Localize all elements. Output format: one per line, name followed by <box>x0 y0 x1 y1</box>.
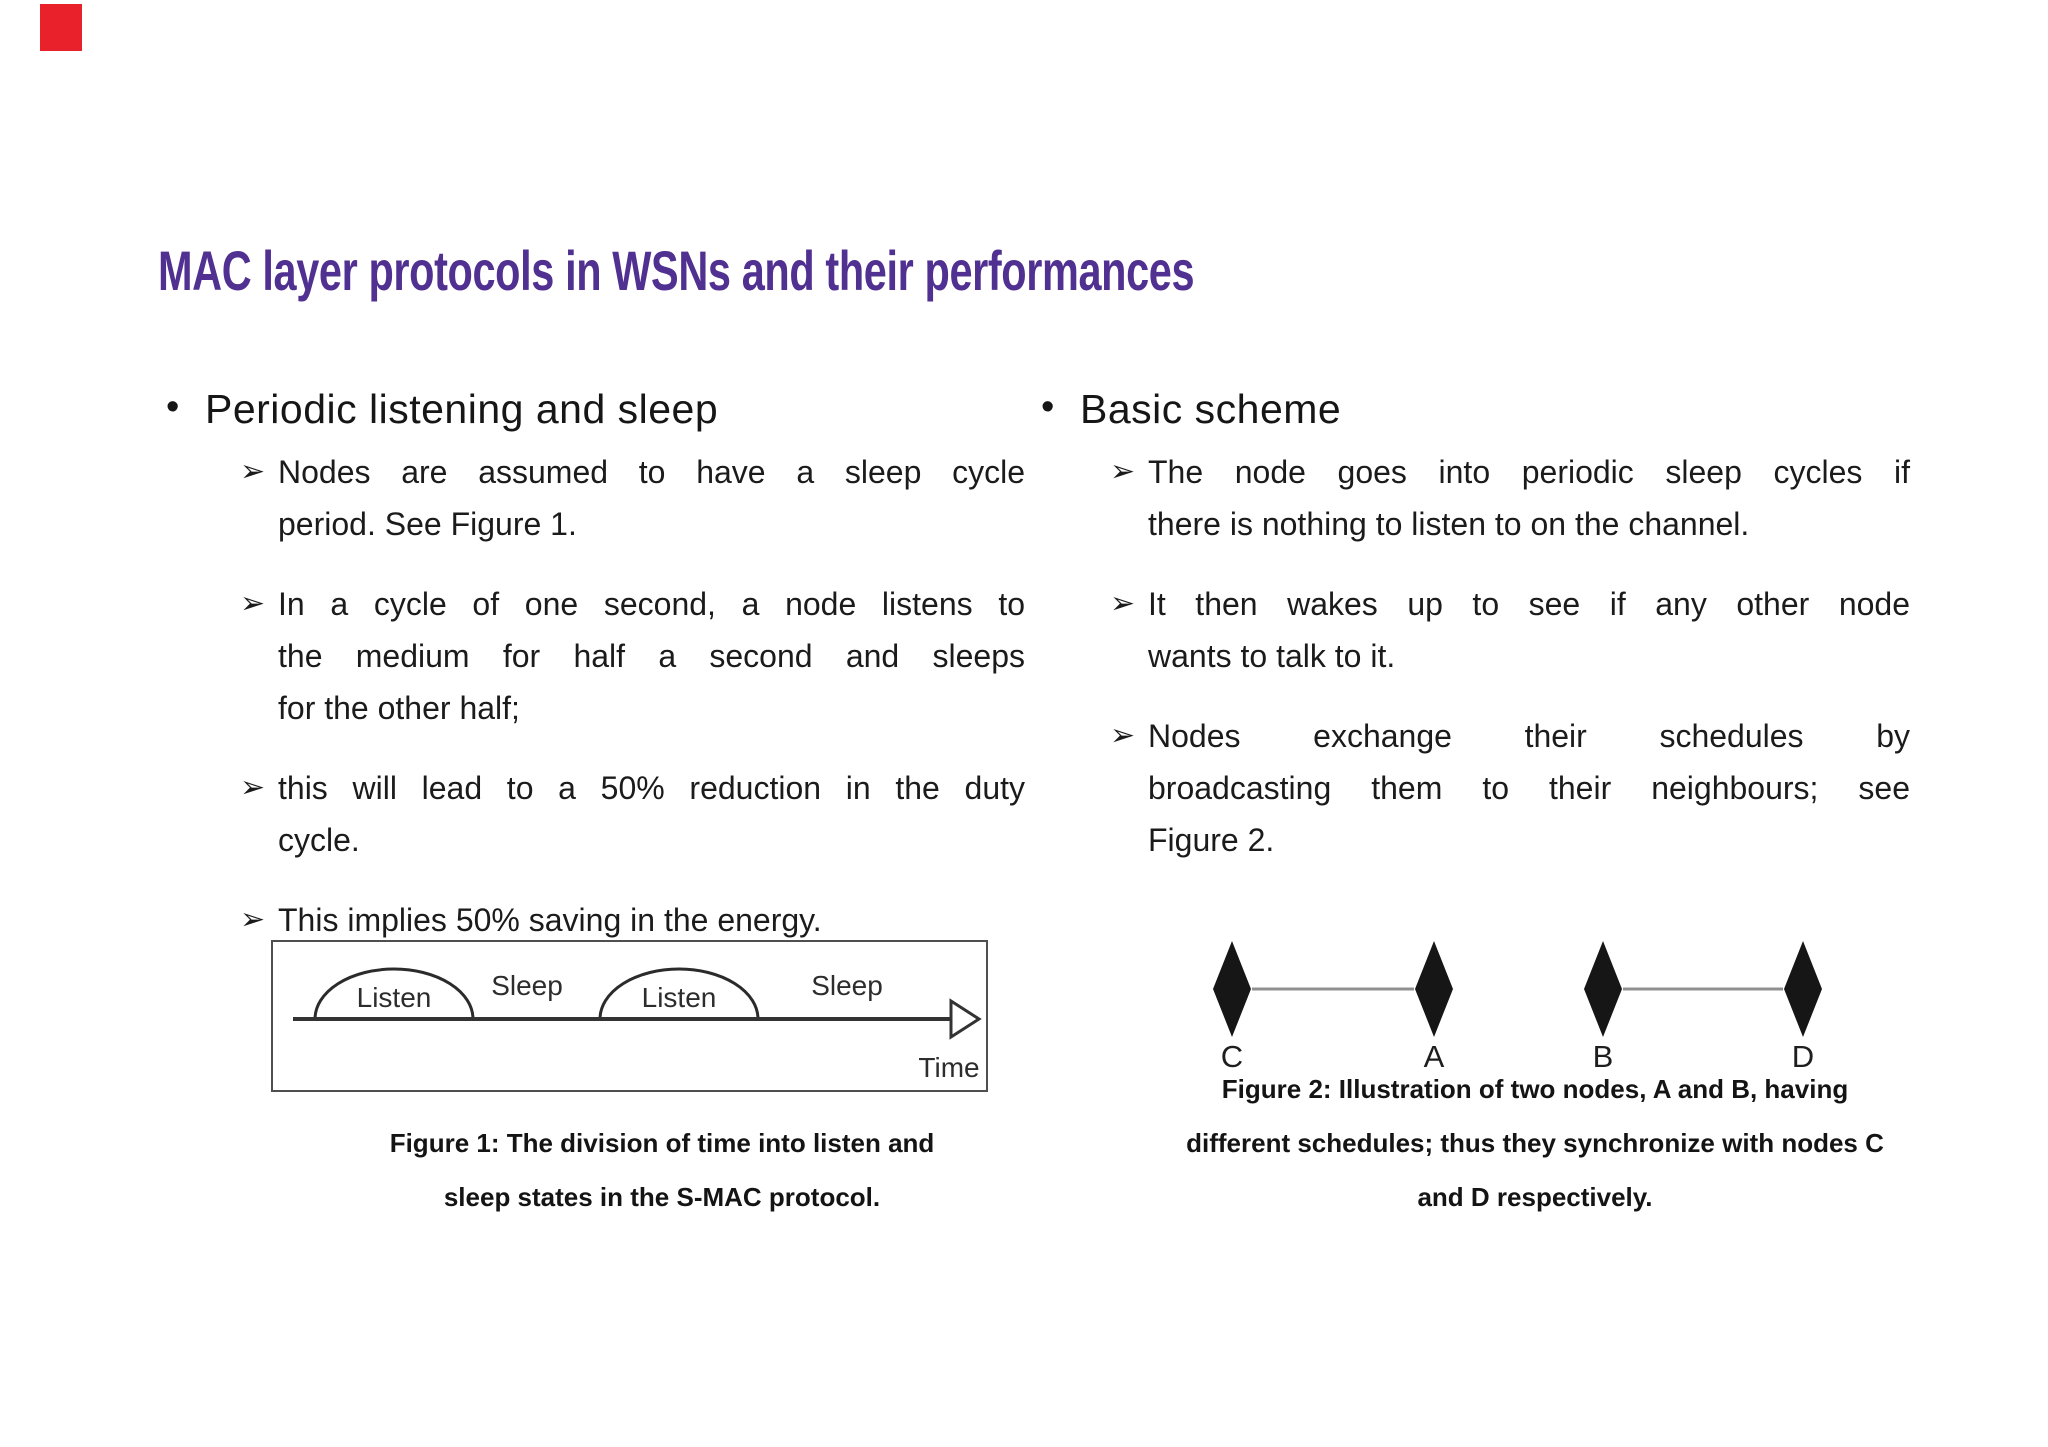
bullet-text-line: Nodes exchange their schedules by <box>1148 718 1910 754</box>
figure2-drawing <box>1213 941 1822 1037</box>
right-column: • Basic scheme ➢ The node goes into perio… <box>1035 380 1910 894</box>
bullet-item: ➢ This implies 50% saving in the energy. <box>160 894 1025 946</box>
timeline-arrowhead-icon <box>949 998 982 1040</box>
column-heading-left: • Periodic listening and sleep <box>160 380 1025 438</box>
node-label-b: B <box>1592 1039 1614 1074</box>
bullet-item: ➢ Nodes exchange their schedules by broadc… <box>1035 710 1910 866</box>
listen-label: Listen <box>641 982 717 1013</box>
arrow-bullet-icon: ➢ <box>1110 719 1136 752</box>
left-column: • Periodic listening and sleep ➢ Nodes ar… <box>160 380 1025 974</box>
bullet-item: ➢ Nodes are assumed to have a sleep cycle… <box>160 446 1025 550</box>
figure1-box: Listen Sleep Listen Sleep Time <box>271 940 988 1092</box>
figure2-caption: Figure 2: Illustration of two nodes, A a… <box>1140 1062 1930 1224</box>
figure1-caption-line: Figure 1: The division of time into list… <box>389 1128 935 1158</box>
bullet-text-line: for the other half; <box>278 690 520 726</box>
figure2-caption-line: Figure 2: Illustration of two nodes, A a… <box>1221 1074 1849 1104</box>
bullet-text: It then wakes up to see if any other nod… <box>1148 578 1910 682</box>
figure2-graphic: C A B D <box>1180 933 1840 1083</box>
arrow-bullet-icon: ➢ <box>1110 455 1136 488</box>
bullet-text: The node goes into periodic sleep cycles… <box>1148 446 1910 550</box>
bullet-text-line: It then wakes up to see if any other nod… <box>1148 586 1910 622</box>
corner-mark <box>40 4 82 51</box>
bullet-text-line: In a cycle of one second, a node listens… <box>278 586 1025 622</box>
bullet-item: ➢ It then wakes up to see if any other no… <box>1035 578 1910 682</box>
column-heading-label: Basic scheme <box>1080 386 1342 432</box>
arrow-bullet-icon: ➢ <box>1110 587 1136 620</box>
listen-arc-1 <box>313 967 475 1020</box>
arrow-bullet-icon: ➢ <box>240 455 266 488</box>
figure1-caption-line: sleep states in the S-MAC protocol. <box>443 1182 881 1212</box>
bullet-text: This implies 50% saving in the energy. <box>278 894 1025 946</box>
node-diamond-c <box>1213 941 1251 1037</box>
bullet-item: ➢ In a cycle of one second, a node listen… <box>160 578 1025 734</box>
bullet-list-right: ➢ The node goes into periodic sleep cycle… <box>1035 446 1910 866</box>
sleep-label: Sleep <box>811 970 883 1001</box>
column-heading-right: • Basic scheme <box>1035 380 1910 438</box>
listen-label: Listen <box>356 982 432 1013</box>
bullet-text-line: Nodes are assumed to have a sleep cycle <box>278 454 1025 490</box>
bullet-text: this will lead to a 50% reduction in the… <box>278 762 1025 866</box>
node-diamond-a <box>1415 941 1453 1037</box>
bullet-text-line: This implies 50% saving in the energy. <box>278 902 822 938</box>
arrow-bullet-icon: ➢ <box>240 771 266 804</box>
figure1-graphic <box>293 967 982 1040</box>
bullet-item: ➢ this will lead to a 50% reduction in th… <box>160 762 1025 866</box>
bullet-text-line: this will lead to a 50% reduction in the… <box>278 770 1025 806</box>
figure2-caption-line: and D respectively. <box>1417 1182 1653 1212</box>
node-label-a: A <box>1423 1039 1445 1074</box>
arrow-bullet-icon: ➢ <box>240 903 266 936</box>
node-label-d: D <box>1791 1039 1815 1074</box>
time-label: Time <box>918 1052 980 1083</box>
bullet-item: ➢ The node goes into periodic sleep cycle… <box>1035 446 1910 550</box>
bullet-text-line: there is nothing to listen to on the cha… <box>1148 506 1750 542</box>
column-heading-label: Periodic listening and sleep <box>205 386 719 432</box>
bullet-list-left: ➢ Nodes are assumed to have a sleep cycle… <box>160 446 1025 946</box>
bullet-text: Nodes are assumed to have a sleep cycle p… <box>278 446 1025 550</box>
arrow-bullet-icon: ➢ <box>240 587 266 620</box>
bullet-text-line: The node goes into periodic sleep cycles… <box>1148 454 1910 490</box>
figure2-caption-line: different schedules; thus they synchroni… <box>1186 1128 1884 1158</box>
bullet-text-line: cycle. <box>278 822 360 858</box>
bullet-text: Nodes exchange their schedules by broadca… <box>1148 710 1910 866</box>
sleep-label: Sleep <box>491 970 563 1001</box>
listen-arc-2 <box>598 967 760 1020</box>
node-label-c: C <box>1220 1039 1244 1074</box>
bullet-dot-icon: • <box>166 386 180 428</box>
bullet-text-line: Figure 2. <box>1148 822 1275 858</box>
bullet-text-line: period. See Figure 1. <box>278 506 577 542</box>
figure1-caption: Figure 1: The division of time into list… <box>292 1116 1032 1224</box>
bullet-text-line: broadcasting them to their neighbours; s… <box>1148 770 1910 806</box>
bullet-dot-icon: • <box>1041 386 1055 428</box>
node-diamond-b <box>1584 941 1622 1037</box>
bullet-text: In a cycle of one second, a node listens… <box>278 578 1025 734</box>
bullet-text-line: wants to talk to it. <box>1148 638 1396 674</box>
bullet-text-line: the medium for half a second and sleeps <box>278 638 1025 674</box>
node-diamond-d <box>1784 941 1822 1037</box>
page-title: MAC layer protocols in WSNs and their pe… <box>158 239 1195 302</box>
